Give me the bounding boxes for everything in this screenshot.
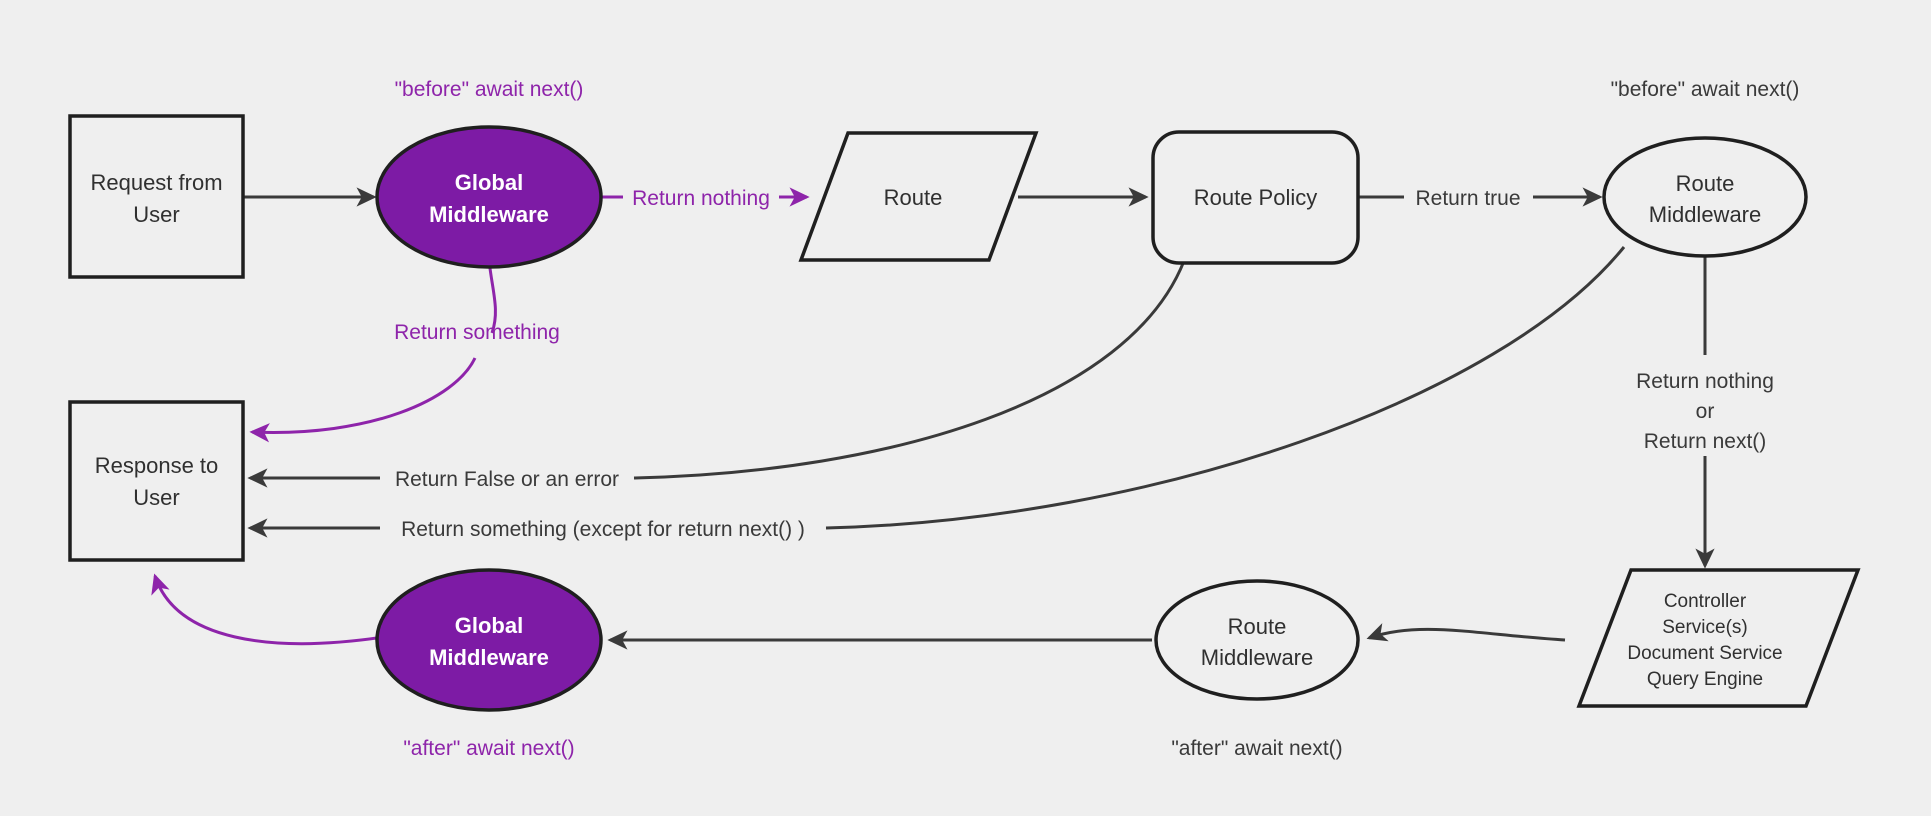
controller-services-shape	[1576, 568, 1861, 708]
controller-label-line1: Controller	[1664, 591, 1747, 612]
node-request-from-user[interactable]: Request from User	[68, 114, 245, 279]
response-to-user-label-line2: User	[133, 485, 179, 510]
global-middleware-bottom-shape	[375, 568, 603, 712]
node-global-middleware-top[interactable]: Global Middleware	[375, 125, 603, 269]
route-middleware-top-label-line1: Route	[1676, 171, 1735, 196]
edge-label-return-something-except: Return something (except for return next…	[401, 518, 805, 541]
edge-label-return-nothing: Return nothing	[632, 187, 770, 210]
annotation-after-await-next-route: "after" await next()	[1171, 737, 1342, 760]
node-global-middleware-bottom[interactable]: Global Middleware	[375, 568, 603, 712]
edge-label-return-nothing-or-line3: Return next()	[1644, 430, 1767, 453]
annotation-before-await-next-route: "before" await next()	[1611, 78, 1800, 101]
edge-label-return-false-or-error: Return False or an error	[395, 468, 619, 491]
route-middleware-bottom-shape	[1154, 579, 1360, 701]
route-policy-label: Route Policy	[1194, 185, 1318, 210]
global-middleware-top-label-line1: Global	[455, 170, 523, 195]
global-middleware-bottom-label-line1: Global	[455, 613, 523, 638]
controller-label-line3: Document Service	[1627, 643, 1782, 664]
annotation-after-await-next-global: "after" await next()	[403, 737, 574, 760]
node-route-policy[interactable]: Route Policy	[1151, 130, 1360, 265]
route-middleware-top-label-line2: Middleware	[1649, 202, 1762, 227]
node-response-to-user[interactable]: Response to User	[68, 400, 245, 562]
node-route-middleware-top[interactable]: Route Middleware	[1602, 136, 1808, 258]
edge-label-return-something-to-response	[249, 357, 477, 443]
request-from-user-shape	[68, 114, 245, 279]
request-from-user-label-line2: User	[133, 202, 179, 227]
route-middleware-bottom-label-line2: Middleware	[1201, 645, 1314, 670]
response-to-user-label-line1: Response to	[95, 453, 219, 478]
global-middleware-top-label-line2: Middleware	[429, 202, 549, 227]
global-middleware-top-shape	[375, 125, 603, 269]
response-to-user-shape	[68, 400, 245, 562]
route-policy-shape	[1151, 130, 1360, 265]
node-route[interactable]: Route	[798, 131, 1039, 262]
annotation-before-await-next-global: "before" await next()	[395, 78, 584, 101]
controller-label-line2: Service(s)	[1662, 617, 1748, 638]
edge-controller-to-route-middleware-bottom	[1366, 623, 1566, 642]
edge-label-return-something: Return something	[394, 321, 560, 344]
route-middleware-top-shape	[1602, 136, 1808, 258]
route-label: Route	[884, 185, 943, 210]
edge-label-return-nothing-or-line1: Return nothing	[1636, 370, 1774, 393]
edge-route-middleware-to-label-return-something-except	[825, 246, 1626, 530]
route-shape	[798, 131, 1039, 262]
edge-global-middleware-bottom-to-response	[151, 573, 385, 646]
controller-label-line4: Query Engine	[1647, 669, 1763, 690]
edge-route-policy-to-label-return-false	[633, 260, 1186, 480]
node-route-middleware-bottom[interactable]: Route Middleware	[1154, 579, 1360, 701]
edge-label-return-true: Return true	[1415, 187, 1520, 210]
global-middleware-bottom-label-line2: Middleware	[429, 645, 549, 670]
edge-label-return-nothing-or-line2: or	[1696, 400, 1715, 423]
request-from-user-label-line1: Request from	[90, 170, 222, 195]
node-controller-services[interactable]: Controller Service(s) Document Service Q…	[1576, 568, 1861, 708]
route-middleware-bottom-label-line1: Route	[1228, 614, 1287, 639]
